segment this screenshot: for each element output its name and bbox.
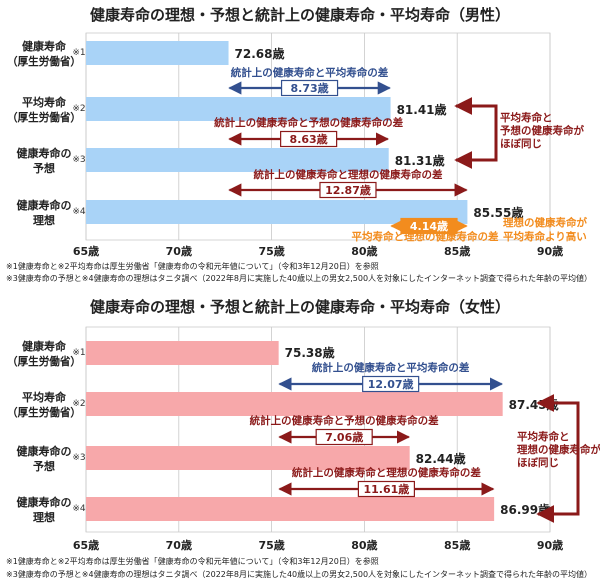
difference-value-box (319, 181, 377, 199)
difference-caption: 統計上の健康寿命と予想の健康寿命の差 (214, 116, 403, 129)
x-tick-label: 80歳 (351, 244, 377, 258)
category-label-line1: 健康寿命の (17, 146, 72, 160)
difference-value-box (280, 79, 339, 97)
difference-value-box (357, 480, 415, 498)
category-footnote-mark: ※4 (72, 207, 86, 217)
difference-value: 12.87歳 (325, 183, 371, 197)
x-tick-label: 75歳 (258, 538, 284, 552)
difference-value: 8.73歳 (290, 81, 328, 95)
category-label-line1: 健康寿命の (17, 198, 72, 212)
chart-title: 健康寿命の理想・予想と統計上の健康寿命・平均寿命（男性） (90, 6, 510, 24)
footnote: ※1健康寿命と※2平均寿命は厚生労働省「健康寿命の令和元年値について」（令和3年… (6, 261, 379, 271)
category-footnote-mark: ※2 (72, 399, 85, 409)
category-label-line2: （厚生労働省） (7, 354, 81, 368)
category-label-line2: 理想 (33, 510, 55, 524)
difference-value-box (315, 428, 373, 446)
footnote: ※3健康寿命の予想と※4健康寿命の理想はタニタ調べ（2022年8月に実施した40… (6, 569, 592, 579)
x-tick-label: 90歳 (537, 538, 563, 552)
category-label-line1: 健康寿命の (17, 495, 72, 509)
x-tick-label: 65歳 (73, 538, 99, 552)
difference-caption: 統計上の健康寿命と平均寿命の差 (312, 361, 470, 374)
difference-value: 7.06歳 (325, 430, 363, 444)
x-tick-label: 70歳 (166, 244, 192, 258)
bar-value-label: 81.31歳 (395, 153, 445, 168)
bar (86, 41, 229, 65)
x-tick-label: 85歳 (444, 244, 470, 258)
difference-caption: 統計上の健康寿命と理想の健康寿命の差 (253, 168, 442, 181)
bar-value-label: 75.38歳 (285, 345, 335, 360)
bar-value-label: 85.55歳 (473, 205, 523, 220)
category-footnote-mark: ※3 (72, 155, 85, 165)
bracket-connector (536, 394, 580, 523)
bracket-callout-text: 平均寿命と (517, 430, 570, 443)
footnote: ※3健康寿命の予想と※4健康寿命の理想はタニタ調べ（2022年8月に実施した40… (6, 273, 592, 283)
x-tick-label: 75歳 (258, 244, 284, 258)
bracket-callout-text: 理想の健康寿命が (517, 443, 600, 456)
category-footnote-mark: ※4 (72, 504, 86, 514)
bracket-callout-text: 予想の健康寿命が (500, 124, 584, 137)
category-label-line1: 平均寿命 (22, 390, 67, 404)
difference-value: 12.07歳 (368, 377, 414, 391)
category-footnote-mark: ※1 (72, 348, 85, 358)
difference-caption: 平均寿命と理想の健康寿命の差 (352, 230, 499, 243)
difference-value-box (400, 217, 458, 235)
category-label-line2: 予想 (33, 161, 55, 175)
category-label-line1: 平均寿命 (22, 95, 67, 109)
category-label-line1: 健康寿命の (17, 444, 72, 458)
bar-value-label: 82.44歳 (416, 451, 466, 466)
chart-title: 健康寿命の理想・予想と統計上の健康寿命・平均寿命（女性） (90, 298, 510, 316)
difference-value-box (362, 375, 420, 393)
x-tick-label: 65歳 (73, 244, 99, 258)
bar (86, 446, 410, 470)
category-label-line2: 予想 (33, 459, 55, 473)
x-tick-label: 70歳 (166, 538, 192, 552)
difference-value-box (280, 130, 338, 148)
x-tick-label: 80歳 (351, 538, 377, 552)
category-label-line1: 健康寿命 (22, 339, 67, 353)
difference-value: 8.63歳 (290, 132, 328, 146)
category-footnote-mark: ※3 (72, 453, 85, 463)
bar (86, 341, 279, 365)
difference-caption: 統計上の健康寿命と予想の健康寿命の差 (250, 414, 439, 427)
category-label-line2: （厚生労働省） (7, 54, 81, 68)
x-tick-label: 85歳 (444, 538, 470, 552)
bar (86, 392, 503, 416)
orange-callout-text: 理想の健康寿命が (503, 216, 587, 229)
bar-value-label: 72.68歳 (235, 46, 285, 61)
difference-value: 11.61歳 (363, 482, 409, 496)
bracket-connector (454, 97, 498, 169)
footnote: ※1健康寿命と※2平均寿命は厚生労働省「健康寿命の令和元年値について」（令和3年… (6, 556, 379, 566)
bar (86, 148, 389, 172)
bar (86, 497, 495, 521)
category-label-line2: 理想 (33, 213, 55, 227)
bracket-callout-text: ほぼ同じ (500, 137, 542, 150)
bar (86, 97, 391, 121)
bracket-callout-text: 平均寿命と (500, 111, 553, 124)
difference-caption: 統計上の健康寿命と理想の健康寿命の差 (292, 466, 481, 479)
bar-value-label: 81.41歳 (397, 102, 447, 117)
difference-caption: 統計上の健康寿命と平均寿命の差 (231, 66, 389, 79)
x-tick-label: 90歳 (537, 244, 563, 258)
category-label-line1: 健康寿命 (22, 39, 67, 53)
orange-callout-text: 平均寿命より高い (503, 230, 587, 243)
category-footnote-mark: ※1 (72, 48, 85, 58)
bracket-callout-text: ほぼ同じ (517, 456, 559, 469)
category-label-line2: （厚生労働省） (7, 110, 81, 124)
category-footnote-mark: ※2 (72, 104, 85, 114)
category-label-line2: （厚生労働省） (7, 405, 81, 419)
difference-value: 4.14歳 (410, 219, 448, 233)
